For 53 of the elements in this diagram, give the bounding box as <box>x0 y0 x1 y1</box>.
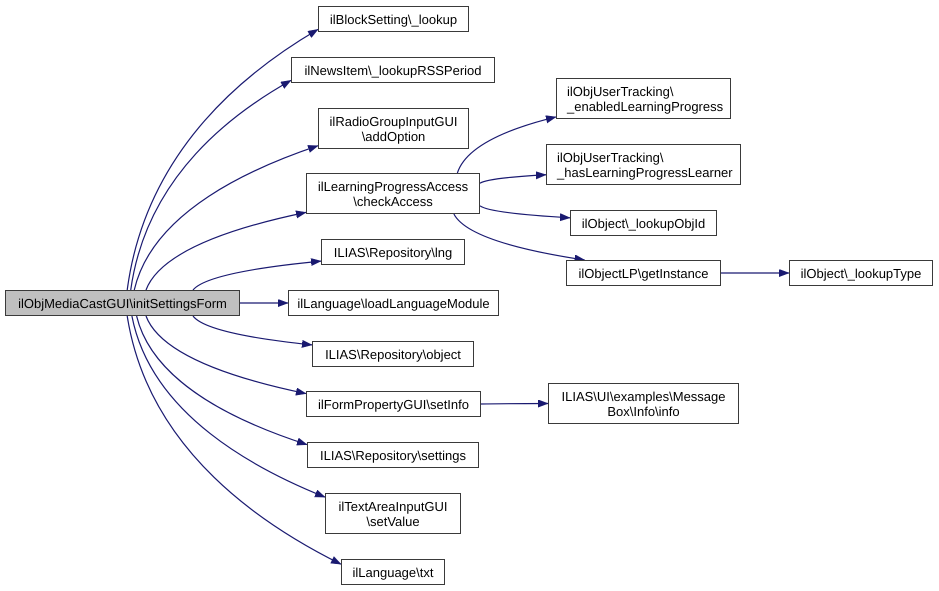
function-name: ilLanguage\loadLanguageModule <box>297 296 490 310</box>
function-name: ilTextAreaInputGUI \setValue <box>337 498 449 528</box>
arrow <box>480 171 546 184</box>
arrow <box>145 316 306 396</box>
arrow <box>136 316 308 446</box>
function-box <box>341 559 445 585</box>
function-name: ilNewsItem\_lookupRSSPeriod <box>304 62 482 78</box>
function-box <box>312 341 474 367</box>
function-box <box>5 290 240 316</box>
function-name: ilObject\_lookupObjId <box>582 216 706 230</box>
function-name: ilObject\_lookupType <box>800 266 922 280</box>
arrow <box>145 210 306 290</box>
arrow <box>240 299 288 307</box>
function-box <box>548 383 739 424</box>
function-box <box>307 442 479 468</box>
function-box <box>291 57 495 83</box>
arrow <box>453 214 585 262</box>
function-name: ILIAS\UI\examples\Message Box\Info\info <box>560 388 727 418</box>
function-box <box>325 493 461 534</box>
function-box <box>546 144 741 185</box>
function-name: ilBlockSetting\_lookup <box>330 12 458 26</box>
function-box <box>306 173 480 214</box>
arrow <box>131 316 326 498</box>
arrow <box>192 258 322 290</box>
function-box <box>556 78 731 119</box>
function-box <box>789 260 933 286</box>
function-name: ilObjectLP\getInstance <box>578 266 709 280</box>
function-name: ilLanguage\txt <box>352 564 434 580</box>
arrow <box>130 80 292 290</box>
function-name: ilObjUserTracking\ _hasLearningProgressLearner <box>557 150 734 180</box>
function-box <box>306 391 481 417</box>
arrow <box>192 316 312 348</box>
arrow <box>480 205 570 222</box>
function-box <box>321 239 465 265</box>
arrow <box>456 116 556 174</box>
arrow <box>721 269 790 277</box>
function-box <box>288 290 499 316</box>
arrow <box>134 145 318 290</box>
function-box <box>570 210 717 236</box>
function-name: ILIAS\Repository\settings <box>320 448 466 462</box>
function-name: ILIAS\Repository\object <box>325 346 461 362</box>
function-name: ilObjMediaCastGUI\initSettingsForm <box>18 296 227 310</box>
function-name: ilFormPropertyGUI\setInfo <box>318 396 469 412</box>
arrow <box>480 400 548 408</box>
function-name: ILIAS\Repository\lng <box>334 244 452 260</box>
function-box <box>318 108 469 149</box>
function-box <box>566 260 721 286</box>
function-box <box>318 6 469 32</box>
arrow <box>126 316 342 565</box>
arrow <box>126 28 318 290</box>
function-name: ilObjUserTracking\ _enabledLearningProgress <box>567 84 724 114</box>
function-name: ilRadioGroupInputGUI \addOption <box>328 114 458 144</box>
function-name: ilLearningProgressAccess \checkAccess <box>316 178 470 208</box>
